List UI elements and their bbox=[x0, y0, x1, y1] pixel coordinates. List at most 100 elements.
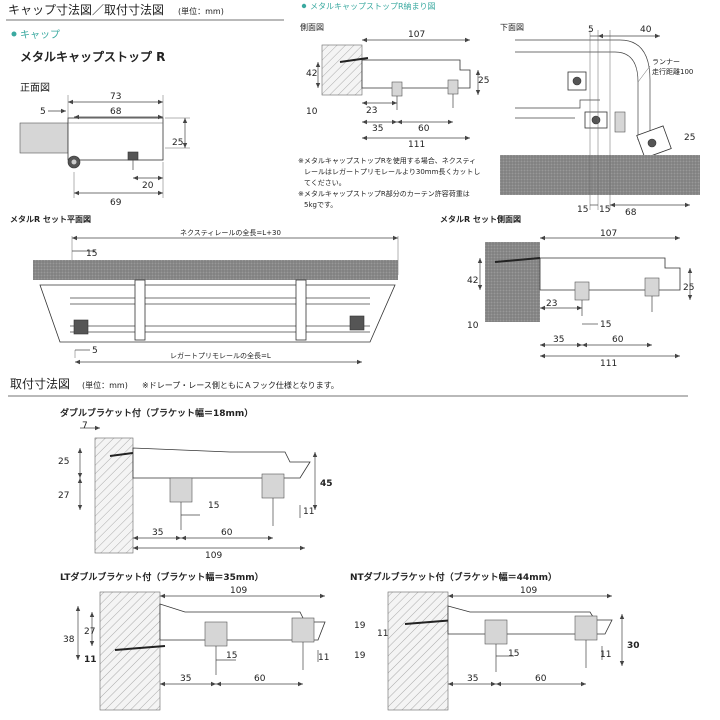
dim-111: 111 bbox=[408, 140, 425, 150]
bracket-left bbox=[134, 279, 146, 341]
dim-109: 109 bbox=[520, 586, 537, 596]
front-view-label: 正面図 bbox=[20, 82, 50, 94]
cap-body bbox=[67, 117, 164, 161]
dim-15-b: 15 bbox=[599, 205, 610, 215]
dim-40: 40 bbox=[640, 25, 652, 35]
ceiling-block bbox=[500, 155, 700, 195]
dim-38: 38 bbox=[63, 635, 75, 645]
dim-60: 60 bbox=[221, 528, 233, 538]
install-section-title: メタルキャップストップR納まり図 bbox=[310, 1, 436, 11]
lt-bracket-title: LTダブルブラケット付（ブラケット幅＝35mm） bbox=[60, 571, 264, 583]
dim-35: 35 bbox=[553, 335, 564, 345]
dim-25: 25 bbox=[684, 133, 695, 143]
dim-11: 11 bbox=[377, 629, 388, 639]
dim-27: 27 bbox=[58, 491, 69, 501]
dim-5: 5 bbox=[40, 107, 46, 117]
dim-19: 19 bbox=[354, 621, 366, 631]
runner-range-label: 走行距離100 bbox=[652, 67, 693, 76]
dim-25: 25 bbox=[478, 76, 489, 86]
note-line-3: てください。 bbox=[304, 179, 346, 187]
cap-front-view: 73 68 5 25 20 69 bbox=[19, 92, 190, 208]
dim-19-b: 19 bbox=[354, 651, 366, 661]
cap-section: キャップ寸法図／取付寸法図 (単位：mm) キャップ メタルキャップストップ R… bbox=[6, 3, 284, 208]
mount-section-unit: (単位：mm) bbox=[82, 380, 128, 390]
dim-11-b: 11 bbox=[318, 653, 329, 663]
product-name: メタルキャップストップ R bbox=[20, 49, 165, 64]
wall-hatch bbox=[94, 437, 134, 554]
dim-10: 10 bbox=[467, 321, 479, 331]
wall-hatch bbox=[387, 591, 449, 711]
cap-section-title: キャップ寸法図／取付寸法図 bbox=[8, 3, 164, 17]
dim-60: 60 bbox=[612, 335, 624, 345]
bracket-profile bbox=[361, 59, 471, 89]
set-side-section: メタルR セット側面図 107 42 10 25 23 15 35 60 111 bbox=[440, 214, 694, 369]
rail-frame bbox=[39, 284, 396, 343]
mount-section-note: ※ドレープ・レース側ともにＡフック仕様となります。 bbox=[142, 380, 339, 390]
runner-label: ランナー bbox=[652, 58, 680, 66]
dim-15: 15 bbox=[508, 649, 519, 659]
dim-15-a: 15 bbox=[577, 205, 588, 215]
rail-stub bbox=[19, 122, 69, 154]
set-side-title: メタルR セット側面図 bbox=[440, 214, 521, 224]
dim-35: 35 bbox=[152, 528, 163, 538]
dim-7: 7 bbox=[82, 421, 88, 431]
cap-right bbox=[349, 315, 365, 331]
install-side-view: 107 42 10 25 23 35 60 111 bbox=[306, 30, 489, 150]
cap-label: キャップ bbox=[20, 29, 60, 41]
nt-bracket-drawing: NTダブルブラケット付（ブラケット幅＝44mm） 109 19 11 19 30… bbox=[350, 571, 640, 711]
wall-hatch bbox=[99, 591, 161, 711]
dim-23: 23 bbox=[546, 299, 557, 309]
install-bottom-view: 5 40 ランナー 走行距離100 25 15 15 68 bbox=[500, 25, 700, 218]
cap-section-unit: (単位：mm) bbox=[178, 6, 224, 16]
dim-68: 68 bbox=[110, 107, 122, 117]
dim-27: 27 bbox=[84, 627, 95, 637]
top-rail-length-label: ネクスティレールの全長=L+30 bbox=[180, 228, 281, 237]
dim-69: 69 bbox=[110, 198, 122, 208]
dim-35: 35 bbox=[372, 124, 383, 134]
dim-5: 5 bbox=[588, 25, 594, 35]
dim-23: 23 bbox=[366, 106, 377, 116]
note-line-2: レールはレガートプリモレールより30mm長くカットし bbox=[304, 167, 480, 176]
dim-45: 45 bbox=[320, 479, 333, 489]
lt-bracket-drawing: LTダブルブラケット付（ブラケット幅＝35mm） 109 38 27 11 15… bbox=[60, 571, 329, 711]
wall-block bbox=[321, 44, 363, 96]
dim-109: 109 bbox=[205, 551, 222, 561]
dim-60: 60 bbox=[418, 124, 430, 134]
bracket-right bbox=[295, 279, 307, 341]
mount-section-title: 取付寸法図 bbox=[10, 377, 70, 391]
dim-15: 15 bbox=[600, 320, 611, 330]
install-section: メタルキャップストップR納まり図 側面図 下面図 107 42 10 25 23… bbox=[298, 1, 700, 218]
bullet-icon bbox=[301, 3, 307, 9]
nt-bracket-title: NTダブルブラケット付（ブラケット幅＝44mm） bbox=[350, 571, 557, 583]
dim-42: 42 bbox=[467, 276, 478, 286]
bottom-rail-length-label: レガートプリモレールの全長=L bbox=[170, 351, 271, 360]
cap-left bbox=[73, 319, 89, 335]
dim-15: 15 bbox=[86, 249, 97, 259]
bullet-icon bbox=[11, 31, 17, 37]
stopper-clip-icon bbox=[127, 151, 139, 161]
dim-25: 25 bbox=[172, 138, 183, 148]
dim-73: 73 bbox=[110, 92, 121, 102]
dim-11-b: 11 bbox=[600, 650, 611, 660]
set-plan-section: メタルR セット平面図 ネクスティレールの全長=L+30 15 5 レガートプリ… bbox=[10, 214, 399, 365]
dim-11: 11 bbox=[303, 507, 314, 517]
mount-section-header: 取付寸法図 (単位：mm) ※ドレープ・レース側ともにＡフック仕様となります。 bbox=[8, 377, 688, 397]
dim-30: 30 bbox=[627, 641, 640, 651]
dim-35: 35 bbox=[467, 674, 478, 684]
side-view-label: 側面図 bbox=[300, 22, 324, 32]
double-bracket-profile bbox=[132, 447, 311, 479]
install-notes: ※メタルキャップストップRを使用する場合、ネクスティ レールはレガートプリモレー… bbox=[298, 156, 480, 209]
dim-15: 15 bbox=[208, 501, 219, 511]
bottom-view-label: 下面図 bbox=[500, 23, 524, 32]
dim-35: 35 bbox=[180, 674, 191, 684]
note-line-1: ※メタルキャップストップRを使用する場合、ネクスティ bbox=[298, 156, 476, 165]
dim-109: 109 bbox=[230, 586, 247, 596]
dim-60: 60 bbox=[535, 674, 547, 684]
dim-68: 68 bbox=[625, 208, 637, 218]
note-line-4: ※メタルキャップストップR部分のカーテン許容荷重は bbox=[298, 189, 470, 198]
runner-icon bbox=[572, 76, 582, 86]
lt-bracket-profile bbox=[159, 603, 326, 641]
double-bracket-title: ダブルブラケット付（ブラケット幅＝18mm） bbox=[60, 407, 253, 419]
dim-20: 20 bbox=[142, 181, 154, 191]
